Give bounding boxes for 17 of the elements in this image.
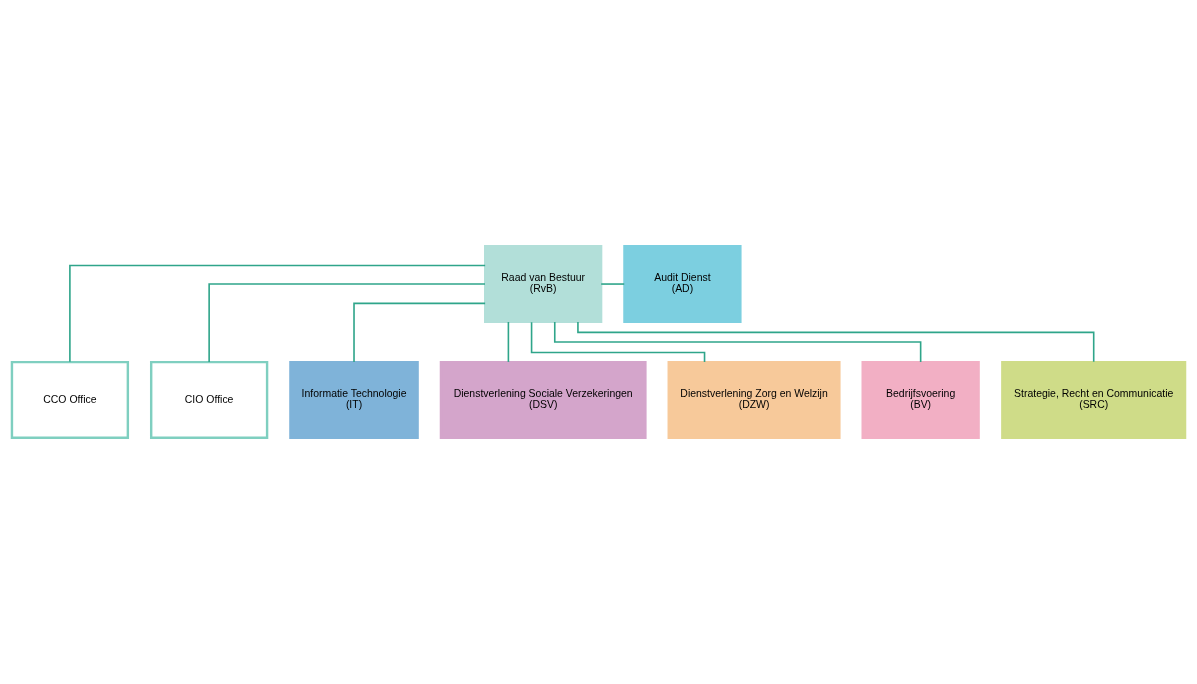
connector [553, 321, 922, 363]
node-box: Informatie Technologie (IT) [289, 360, 419, 439]
connector [507, 321, 510, 363]
node-box: Audit Dienst (AD) [623, 245, 742, 324]
connector [530, 321, 706, 363]
connector [69, 264, 486, 363]
node-box: Raad van Bestuur (RvB) [484, 245, 603, 324]
node-box: CIO Office [150, 360, 269, 439]
node-box: Strategie, Recht en Communicatie (SRC) [1001, 360, 1187, 439]
connector [353, 302, 486, 363]
node-box: CCO Office [10, 360, 130, 439]
connector [600, 283, 626, 285]
node-box: Dienstverlening Zorg en Welzijn (DZW) [667, 360, 841, 439]
node-box: Dienstverlening Sociale Verzekeringen (DSV) [439, 360, 647, 439]
connector [208, 283, 486, 363]
connector [577, 321, 1095, 363]
node-box: Bedrijfsvoering (BV) [861, 360, 980, 439]
